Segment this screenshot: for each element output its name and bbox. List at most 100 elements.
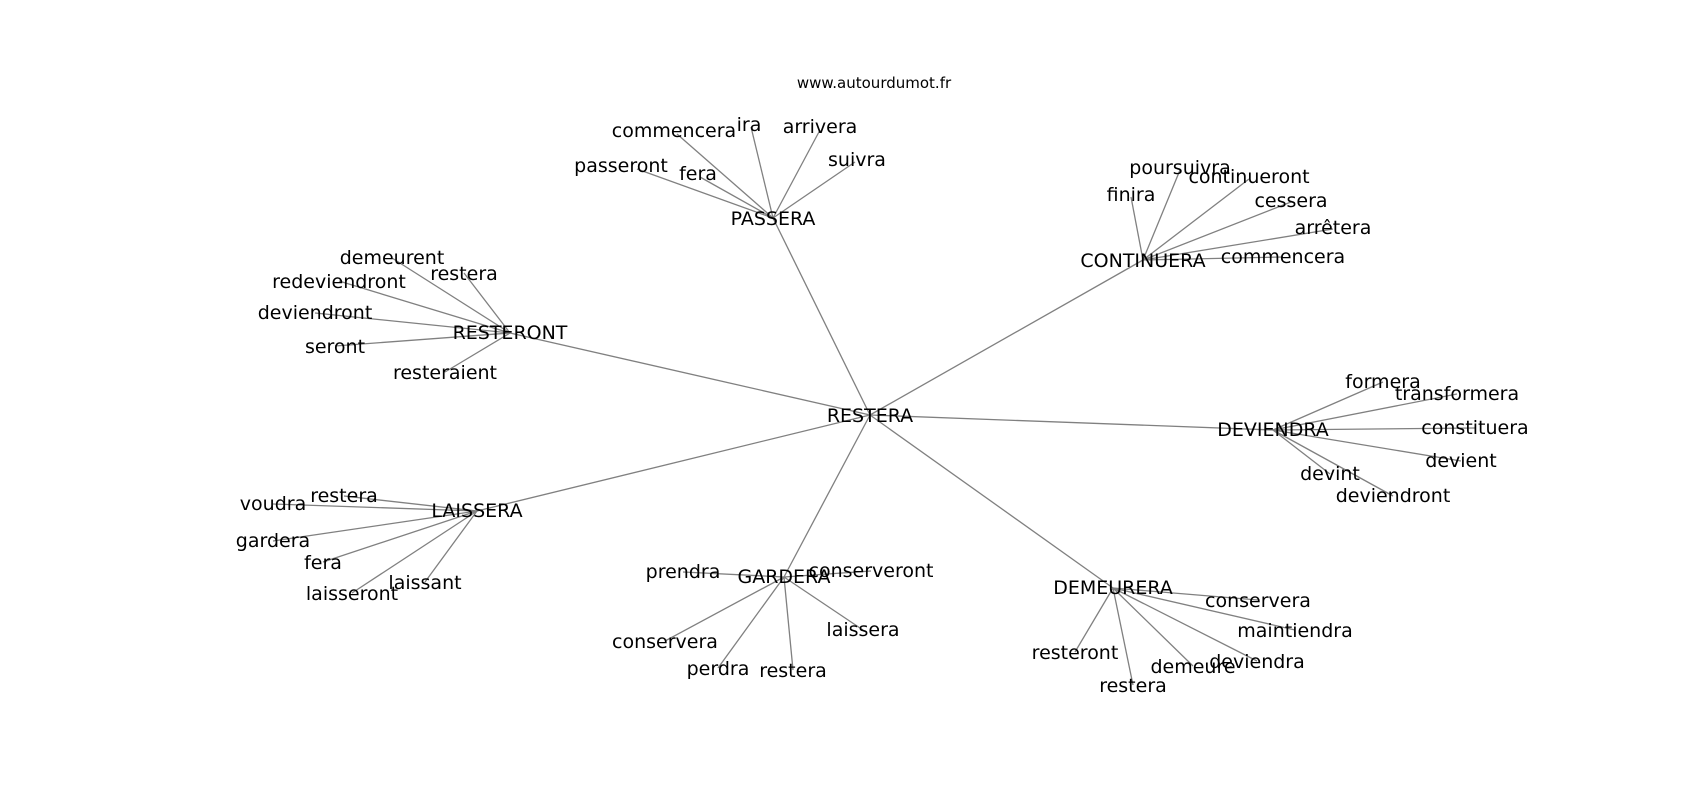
leaf-word: constituera: [1421, 417, 1528, 439]
leaf-word: seront: [305, 336, 365, 358]
leaf-word: deviendra: [1209, 651, 1305, 673]
hub-word-demeurera: DEMEURERA: [1053, 577, 1173, 599]
edge-continuera-cessera: [1142, 201, 1292, 261]
edge-demeurera-maintiendra: [1112, 587, 1296, 631]
hub-word-passera: PASSERA: [731, 208, 816, 230]
leaf-word: prendra: [646, 561, 721, 583]
edge-deviendra-deviendront: [1272, 429, 1394, 497]
edge-demeurera-restera: [1112, 587, 1134, 686]
leaf-word: restera: [430, 263, 498, 285]
leaf-word: restera: [1099, 675, 1167, 697]
edges-layer: [272, 126, 1476, 686]
edge-laissera-laisseront: [351, 510, 478, 594]
edge-passera-ira: [750, 126, 774, 219]
edge-gardera-conserveront: [783, 570, 872, 578]
leaf-word: devient: [1425, 450, 1496, 472]
leaf-word: perdra: [687, 658, 750, 680]
edge-passera-commencera: [676, 133, 774, 219]
leaf-word: redeviendront: [272, 271, 406, 293]
edge-center-gardera: [783, 414, 871, 578]
hub-word-gardera: GARDERA: [738, 566, 831, 588]
leaf-word: demeure: [1150, 656, 1235, 678]
edge-continuera-commencera: [1142, 256, 1284, 261]
leaf-word: fera: [679, 163, 717, 185]
edge-continuera-continueront: [1142, 178, 1250, 261]
edge-center-deviendra: [869, 414, 1274, 431]
site-credit: www.autourdumot.fr: [797, 74, 952, 92]
leaf-word: commencera: [1221, 246, 1345, 268]
edge-demeurera-conservera: [1112, 587, 1259, 601]
edge-deviendra-constituera: [1272, 427, 1476, 431]
edge-demeurera-demeure: [1112, 587, 1194, 667]
edge-demeurera-resteront: [1074, 587, 1114, 653]
leaf-word: voudra: [240, 493, 306, 515]
edge-deviendra-devint: [1272, 429, 1331, 475]
edge-center-laissera: [476, 414, 871, 512]
leaf-word: gardera: [236, 530, 310, 552]
leaf-word: conserveront: [809, 560, 934, 582]
edge-laissera-laissant: [424, 510, 478, 583]
leaf-word: arrivera: [783, 116, 858, 138]
edge-deviendra-transformera: [1272, 393, 1458, 431]
center-word-restera: RESTERA: [827, 405, 913, 427]
leaf-word: laisseront: [306, 583, 398, 605]
leaf-word: ira: [737, 114, 762, 136]
edge-gardera-prendra: [682, 571, 785, 578]
edge-center-continuera: [869, 259, 1144, 416]
edge-gardera-restera: [783, 576, 794, 671]
hub-word-continuera: CONTINUERA: [1080, 250, 1205, 272]
edge-laissera-fera: [322, 510, 478, 563]
edge-continuera-poursuivra: [1142, 169, 1181, 261]
leaf-word: laissera: [826, 619, 899, 641]
edge-passera-passeront: [636, 168, 774, 219]
edge-passera-fera: [699, 176, 774, 219]
edge-continuera-arretera: [1142, 228, 1334, 261]
leaf-word: arrêtera: [1295, 217, 1372, 239]
edge-laissera-restera: [343, 495, 478, 512]
leaf-word: poursuivra: [1129, 157, 1230, 179]
edge-resteront-resteraient: [444, 332, 511, 373]
leaf-word: conservera: [1205, 590, 1311, 612]
edge-deviendra-devient: [1272, 429, 1462, 462]
leaf-word: passeront: [574, 155, 668, 177]
edge-center-demeurera: [869, 414, 1114, 589]
leaf-word: restera: [310, 485, 378, 507]
edge-gardera-perdra: [717, 576, 785, 669]
leaf-word: continueront: [1188, 166, 1309, 188]
leaf-word: transformera: [1395, 383, 1519, 405]
leaf-word: fera: [304, 552, 342, 574]
leaf-word: restera: [759, 660, 827, 682]
edge-laissera-voudra: [272, 503, 478, 512]
leaf-word: formera: [1345, 371, 1420, 393]
hub-word-deviendra: DEVIENDRA: [1217, 419, 1329, 441]
leaf-word: commencera: [612, 120, 736, 142]
leaf-word: devint: [1300, 463, 1360, 485]
leaf-word: resteraient: [393, 362, 497, 384]
leaf-word: demeurent: [340, 247, 445, 269]
edge-resteront-deviendront: [314, 312, 511, 334]
leaf-word: maintiendra: [1237, 620, 1352, 642]
leaf-word: deviendront: [1336, 485, 1451, 507]
edge-demeurera-deviendra: [1112, 587, 1258, 662]
leaf-word: resteront: [1032, 642, 1119, 664]
edge-gardera-laissera: [783, 576, 864, 631]
leaf-word: conservera: [612, 631, 718, 653]
edge-center-passera: [772, 217, 871, 416]
edge-center-resteront: [509, 332, 871, 416]
edge-passera-arrivera: [772, 129, 821, 219]
leaf-word: suivra: [828, 149, 886, 171]
labels-layer: www.autourdumot.fr RESTERA PASSERA ira a…: [236, 74, 1529, 697]
hub-word-laissera: LAISSERA: [431, 500, 522, 522]
leaf-word: deviendront: [258, 302, 373, 324]
leaf-word: laissant: [388, 572, 461, 594]
edge-resteront-seront: [334, 332, 511, 347]
edge-resteront-redeviendront: [338, 280, 511, 334]
leaf-word: finira: [1107, 184, 1156, 206]
edge-passera-suivra: [772, 161, 856, 219]
edge-resteront-demeurent: [391, 257, 511, 334]
hub-word-resteront: RESTERONT: [453, 322, 568, 344]
leaf-word: cessera: [1254, 190, 1327, 212]
edge-laissera-gardera: [272, 510, 478, 542]
edge-continuera-finira: [1130, 196, 1144, 261]
